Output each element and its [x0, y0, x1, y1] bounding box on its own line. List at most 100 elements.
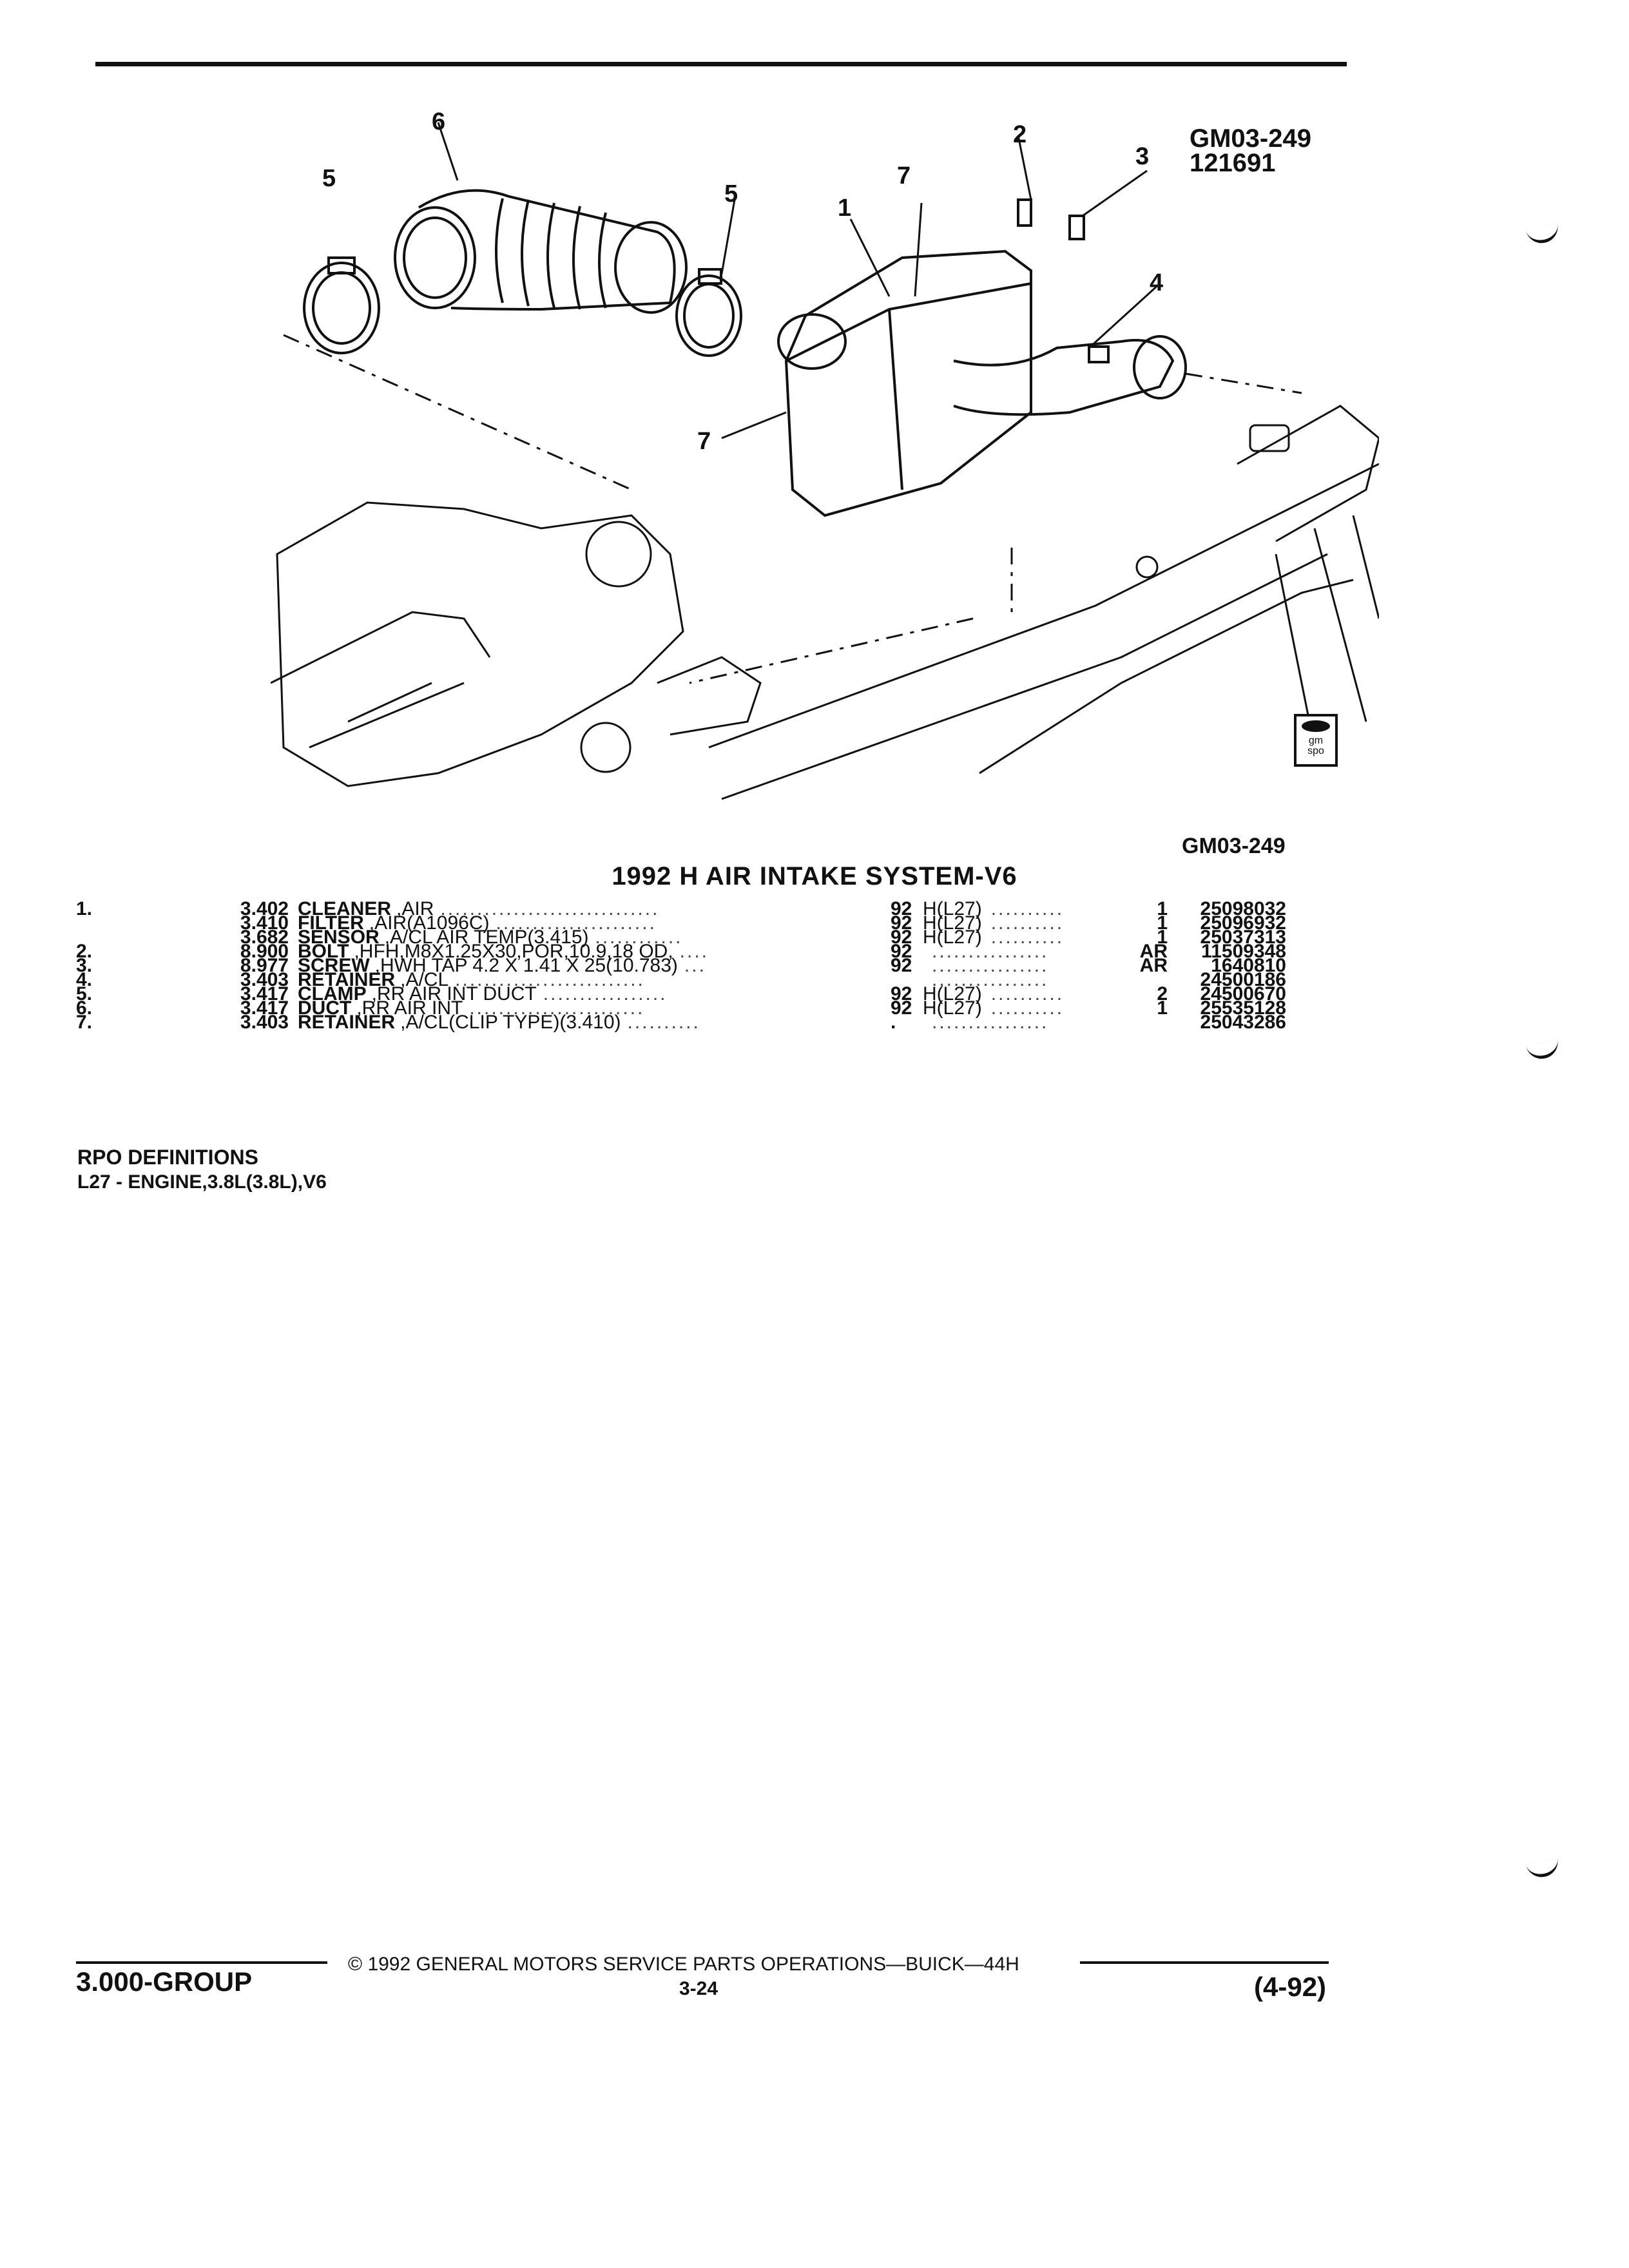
part-group-code: 8.900 — [240, 941, 289, 962]
part-number: 1640810 — [1211, 955, 1286, 976]
margin-mark — [1525, 1039, 1561, 1062]
page-title: 1992 H AIR INTAKE SYSTEM-V6 — [612, 862, 1017, 890]
part-year: 92 — [891, 941, 912, 962]
leader-dots: ................ — [932, 1012, 1049, 1033]
part-number: 25535128 — [1200, 997, 1286, 1019]
part-name: FILTER — [298, 912, 364, 934]
part-description: DUCT,RR AIR INT........................ — [298, 999, 891, 1018]
callout-4: 4 — [1150, 269, 1164, 296]
part-number: 11509348 — [1201, 941, 1286, 962]
leader-dots: ........................ — [469, 997, 645, 1019]
rpo-heading: RPO DEFINITIONS — [77, 1146, 258, 1169]
engine-chassis-drawing — [271, 405, 1379, 800]
part-group-code: 3.410 — [240, 912, 289, 934]
part-description: SCREW,HWH TAP 4.2 X 1.41 X 25(10.783)... — [298, 956, 891, 975]
part-item-number: 7. — [76, 1012, 93, 1033]
leader-dots: .... — [679, 941, 709, 962]
part-year: 92 — [891, 997, 912, 1019]
callout-6: 6 — [432, 108, 446, 135]
part-application: H(L27).......... — [923, 985, 1129, 1004]
leader-dots: ................ — [932, 969, 1049, 990]
part-name: CLEANER — [298, 898, 392, 919]
callout-5-left: 5 — [322, 165, 336, 192]
part-item-number: 3. — [76, 955, 93, 976]
leader-dots: ................ — [932, 941, 1049, 962]
part-quantity: 1 — [1157, 927, 1168, 948]
callout-7-bottom: 7 — [697, 428, 711, 455]
part-quantity — [1129, 1015, 1177, 1030]
gm-spo-logo: gm spo — [1294, 714, 1338, 767]
part-number: 25043286 — [1200, 1012, 1286, 1033]
part-year: 92 — [891, 898, 912, 919]
clamp-right-drawing — [675, 268, 742, 357]
callout-3: 3 — [1135, 143, 1150, 170]
part-application: ................ — [923, 1012, 1129, 1033]
part-application: H(L27).......... — [923, 927, 1129, 948]
part-description: SENSOR,A/CL AIR TEMP(3.415)............ — [298, 927, 891, 948]
part-app-code: H(L27) — [923, 898, 982, 919]
leader-dots: .......................... — [455, 969, 645, 990]
footer-revision-date: (4-92) — [1254, 1972, 1327, 2002]
part-name: RETAINER — [298, 1012, 396, 1033]
part-item-number: 4. — [76, 969, 93, 990]
part-desc-detail: ,AIR — [396, 898, 434, 919]
part-item-number: 5. — [76, 983, 93, 1004]
part-year: 92 — [891, 983, 912, 1004]
part-desc-detail: ,HFH,M8X1.25X30,POR,10.9,18 OD, — [354, 941, 673, 962]
leader-dots: .......... — [990, 983, 1065, 1004]
leader-dots: ................. — [543, 983, 668, 1004]
part-quantity: AR — [1139, 955, 1168, 976]
part-description: RETAINER,A/CL(CLIP TYPE)(3.410).........… — [298, 1012, 891, 1033]
part-desc-detail: ,A/CL(CLIP TYPE)(3.410) — [400, 1012, 621, 1033]
figure-code-block: GM03-249 121691 — [1190, 126, 1311, 177]
part-desc-detail: ,HWH TAP 4.2 X 1.41 X 25(10.783) — [374, 955, 678, 976]
leader-dots: .......... — [627, 1012, 700, 1033]
part-desc-detail: ,AIR(A1096C) — [369, 912, 490, 934]
callout-1: 1 — [838, 195, 852, 222]
part-app-code: H(L27) — [923, 997, 982, 1019]
part-app-code: H(L27) — [923, 912, 982, 934]
footer-group: 3.000-GROUP — [76, 1966, 253, 1997]
part-name: DUCT — [298, 997, 352, 1019]
part-quantity: 1 — [1157, 997, 1168, 1019]
part-application: H(L27).......... — [923, 999, 1129, 1018]
leader-dots: .......... — [990, 898, 1065, 919]
assembly-lines — [283, 334, 1302, 684]
leader-dots: .......... — [990, 927, 1065, 948]
leader-dots: ...................... — [496, 912, 657, 934]
part-group-code: 3.417 — [240, 983, 289, 1004]
leader-dots: ............ — [595, 927, 683, 948]
figure-date-code: 121691 — [1190, 149, 1276, 177]
part-desc-detail: ,A/CL AIR TEMP(3.415) — [384, 927, 589, 948]
part-application: H(L27).......... — [923, 899, 1129, 919]
part-application: ................ — [923, 942, 1129, 961]
callout-5-right: 5 — [724, 180, 738, 207]
part-group-code: 3.682 — [240, 927, 289, 948]
part-app-code: H(L27) — [923, 983, 982, 1004]
part-item-number — [76, 916, 218, 930]
gm-spo-logo-text: gm spo — [1307, 735, 1324, 756]
part-group-code: 3.417 — [240, 997, 289, 1019]
leader-dots: .......... — [990, 912, 1065, 934]
margin-mark — [1525, 1858, 1561, 1880]
part-year: 92 — [891, 912, 912, 934]
part-quantity: 1 — [1157, 912, 1168, 934]
part-item-number: 2. — [76, 941, 93, 962]
part-description: FILTER,AIR(A1096C)...................... — [298, 914, 891, 933]
leader-lines — [437, 122, 1161, 439]
part-name: SENSOR — [298, 927, 380, 948]
part-description: CLAMP,RR AIR INT DUCT................. — [298, 985, 891, 1004]
part-number: 24500186 — [1200, 969, 1286, 990]
parts-row: 5. 3.417 CLAMP,RR AIR INT DUCT............… — [76, 983, 1286, 1004]
part-year: 92 — [891, 927, 912, 948]
callout-7-top: 7 — [897, 162, 911, 189]
footer-page-number: 3-24 — [679, 1978, 718, 1999]
part-quantity: AR — [1139, 941, 1168, 962]
part-group-code: 3.403 — [240, 969, 289, 990]
